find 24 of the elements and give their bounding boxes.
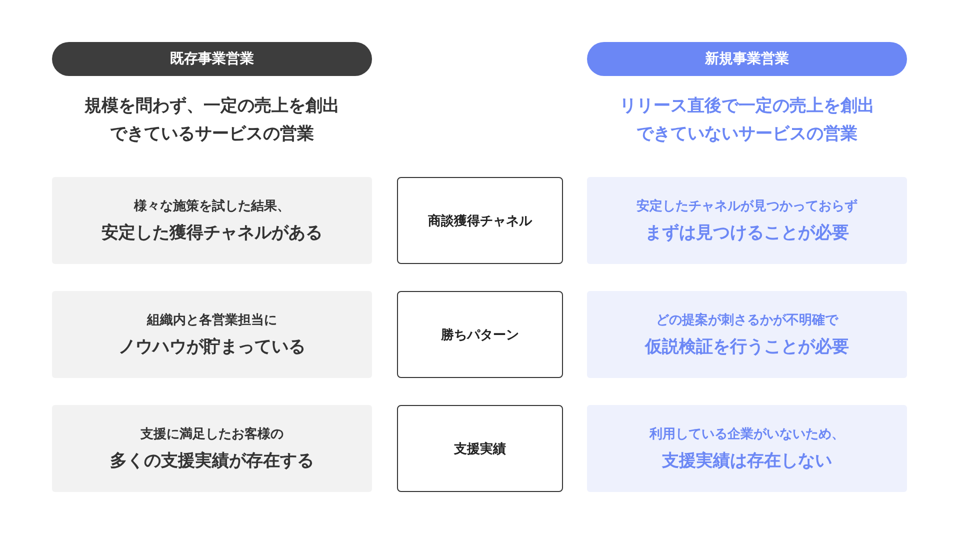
card-heading: 安定した獲得チャネルがある [102,222,322,244]
subtitle: リリース直後で一定の売上を創出できていないサービスの営業 [618,95,876,146]
card-heading: 支援実績は存在しない [662,450,832,472]
card-subtext: 安定したチャネルが見つかっておらず [636,198,858,215]
category-box [397,177,563,264]
header-label: 新規事業営業 [705,50,789,68]
card-heading: 仮説検証を行うことが必要 [645,336,849,358]
card-heading: ノウハウが貯まっている [118,336,306,358]
category-box [397,291,563,378]
card-subtext: どの提案が刺さるかが不明確で [656,312,838,329]
card-heading: 多くの支援実績が存在する [110,450,314,472]
category-label: 支援実績 [454,440,506,458]
card-subtext: 支援に満足したお客様の [140,426,284,443]
card-subtext: 組織内と各営業担当に [147,312,277,329]
card-subtext: 様々な施策を試した結果、 [134,198,290,215]
category-label: 勝ちパターン [441,326,519,344]
card-heading: まずは見つけることが必要 [645,222,849,244]
subtitle: 規模を問わず、一定の売上を創出できているサービスの営業 [83,95,340,146]
card-subtext: 利用している企業がいないため、 [650,426,844,443]
header-pill [52,42,372,76]
category-box [397,405,563,492]
header-label: 既存事業営業 [170,50,254,68]
category-label: 商談獲得チャネル [428,212,532,230]
header-pill [587,42,907,76]
